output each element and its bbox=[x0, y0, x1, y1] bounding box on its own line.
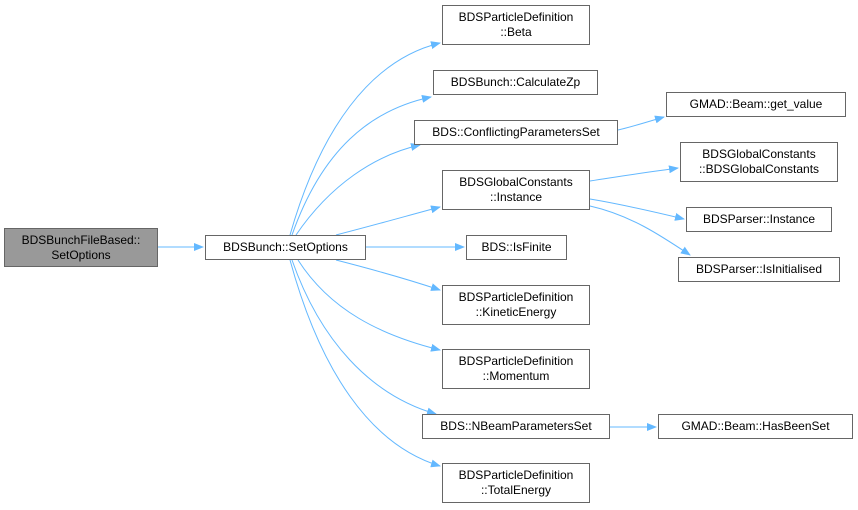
node-bdsbunchfilebased-setoptions: BDSBunchFileBased:: SetOptions bbox=[4, 228, 158, 267]
node-gmad-beam-get-value[interactable]: GMAD::Beam::get_value bbox=[666, 92, 846, 117]
node-label: BDSParser::IsInitialised bbox=[695, 262, 823, 276]
node-label-line1: BDSBunchFileBased:: bbox=[21, 232, 141, 247]
node-bds-nbeamparametersset[interactable]: BDS::NBeamParametersSet bbox=[422, 414, 610, 439]
node-label: BDS::ConflictingParametersSet bbox=[432, 125, 600, 139]
node-bdsbunch-setoptions[interactable]: BDSBunch::SetOptions bbox=[205, 235, 366, 260]
node-bdsparser-isinitialised[interactable]: BDSParser::IsInitialised bbox=[678, 257, 840, 282]
edge-conflict-to-getvalue bbox=[617, 115, 665, 131]
edge-to-total bbox=[289, 259, 441, 468]
node-bdsparser-instance[interactable]: BDSParser::Instance bbox=[686, 207, 832, 232]
node-bds-isfinite[interactable]: BDS::IsFinite bbox=[466, 235, 567, 260]
node-particledefinition-kineticenergy[interactable]: BDSParticleDefinition ::KineticEnergy bbox=[442, 285, 590, 325]
edge-to-conflict bbox=[295, 143, 421, 236]
node-particledefinition-momentum[interactable]: BDSParticleDefinition ::Momentum bbox=[442, 349, 590, 389]
node-label-line1: BDSParticleDefinition bbox=[458, 10, 574, 24]
edge-to-calczp bbox=[291, 94, 432, 236]
node-particledefinition-beta[interactable]: BDSParticleDefinition ::Beta bbox=[442, 5, 590, 45]
node-label: GMAD::Beam::HasBeenSet bbox=[681, 419, 830, 433]
edge-gcinst-to-ctor bbox=[589, 165, 679, 182]
node-label-line1: BDSGlobalConstants bbox=[459, 175, 573, 189]
edge-to-kinetic bbox=[335, 259, 441, 291]
node-bdsbunch-calculatezp[interactable]: BDSBunch::CalculateZp bbox=[433, 70, 598, 95]
node-label-line1: BDSParticleDefinition bbox=[458, 290, 574, 304]
node-label: BDSParser::Instance bbox=[702, 212, 816, 226]
node-label-line2: ::Momentum bbox=[482, 369, 550, 383]
node-label-line2: ::TotalEnergy bbox=[480, 483, 552, 497]
edge-gcinst-to-pinst bbox=[589, 198, 685, 221]
node-label: BDS::NBeamParametersSet bbox=[440, 419, 592, 433]
node-globalconstants-instance[interactable]: BDSGlobalConstants ::Instance bbox=[442, 170, 590, 210]
node-gmad-beam-hasbeenset[interactable]: GMAD::Beam::HasBeenSet bbox=[658, 414, 853, 439]
node-label: BDSBunch::SetOptions bbox=[223, 240, 348, 254]
node-label-line1: BDSParticleDefinition bbox=[458, 354, 574, 368]
node-label-line1: BDSGlobalConstants bbox=[702, 147, 816, 161]
edge-to-nbeam bbox=[291, 259, 437, 416]
edge-gcinst-to-isinit bbox=[589, 205, 691, 256]
node-bds-conflictingparametersset[interactable]: BDS::ConflictingParametersSet bbox=[414, 120, 618, 145]
node-label-line2: SetOptions bbox=[51, 247, 111, 262]
node-label-line2: ::Instance bbox=[489, 190, 543, 204]
edge-to-gcinst bbox=[335, 205, 441, 236]
node-label: GMAD::Beam::get_value bbox=[689, 97, 823, 111]
node-globalconstants-ctor[interactable]: BDSGlobalConstants ::BDSGlobalConstants bbox=[680, 142, 838, 182]
node-label-line2: ::Beta bbox=[500, 25, 532, 39]
edge-to-momentum bbox=[297, 259, 441, 352]
node-particledefinition-totalenergy[interactable]: BDSParticleDefinition ::TotalEnergy bbox=[442, 463, 590, 503]
node-label-line2: ::BDSGlobalConstants bbox=[698, 162, 820, 176]
node-label: BDS::IsFinite bbox=[481, 240, 552, 254]
node-label-line2: ::KineticEnergy bbox=[475, 305, 557, 319]
node-label: BDSBunch::CalculateZp bbox=[450, 75, 581, 89]
edge-to-beta bbox=[289, 41, 441, 236]
node-label-line1: BDSParticleDefinition bbox=[458, 468, 574, 482]
